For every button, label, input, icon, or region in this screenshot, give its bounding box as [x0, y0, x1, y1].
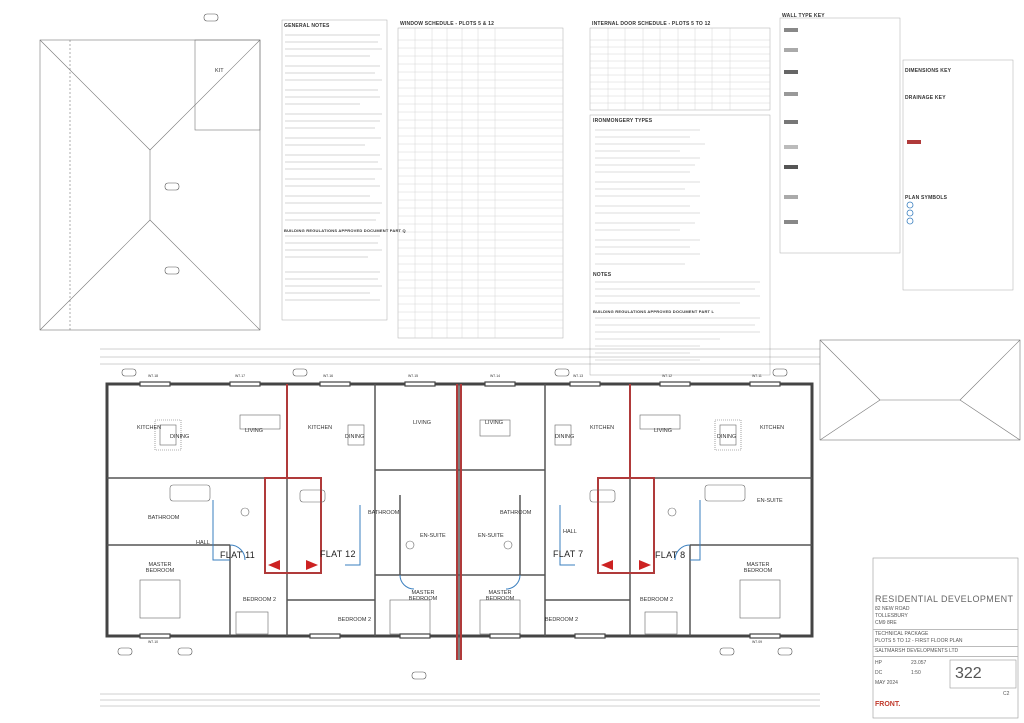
room-bathroom-flat12: BATHROOM	[368, 510, 400, 516]
window-tag: W7.10	[148, 640, 159, 644]
drawn-by: HP	[875, 660, 882, 666]
room-bathroom-flat7: BATHROOM	[500, 510, 532, 516]
general-notes-title: GENERAL NOTES	[284, 23, 330, 29]
checked-by: DC	[875, 670, 883, 676]
door-swings	[212, 500, 701, 590]
window-schedule-title: WINDOW SCHEDULE - PLOTS 5 & 12	[400, 21, 495, 27]
window-tag: W7.18	[148, 374, 159, 378]
room-ensuite-flat8: EN-SUITE	[757, 498, 783, 504]
door-schedule-grid	[590, 28, 770, 110]
room-living-flat7: LIVING	[485, 420, 504, 426]
window-tag: W7.17	[235, 374, 246, 378]
window-tag: W7.12	[662, 374, 673, 378]
room-kitchen-flat8: KITCHEN	[760, 425, 785, 431]
room-kitchen-flat12: KITCHEN	[308, 425, 333, 431]
room-bedroom2-flat11: BEDROOM 2	[243, 597, 277, 603]
room-ensuite-flat7: EN-SUITE	[478, 533, 504, 539]
window-tag: W7.16	[323, 374, 334, 378]
grid-bubbles	[117, 13, 793, 680]
date: MAY 2024	[875, 680, 898, 686]
room-hall-flat7: HALL	[563, 529, 577, 535]
room-hall-flat11: HALL	[196, 540, 210, 546]
ironmongery-lines	[595, 129, 760, 361]
dimension-strings	[100, 348, 820, 707]
room-living-flat12: LIVING	[413, 420, 432, 426]
notes-panels	[281, 17, 1014, 376]
room-kitchen-flat7: KITCHEN	[590, 425, 615, 431]
title-block-frame	[872, 557, 1019, 719]
notes-title: NOTES	[593, 272, 612, 278]
project-title: RESIDENTIAL DEVELOPMENT	[875, 594, 1014, 604]
plan-symbols-title: PLAN SYMBOLS	[905, 195, 948, 201]
door-schedule-title: INTERNAL DOOR SCHEDULE - PLOTS 5 TO 12	[592, 21, 711, 27]
job-number: 23.057	[911, 660, 927, 666]
client-name: SALTMARSH DEVELOPMENTS LTD	[875, 648, 959, 654]
drawing-title-1: TECHNICAL PACKAGE	[875, 631, 929, 637]
right-roof-plan	[819, 339, 1021, 441]
building-regs-part-q-title: BUILDING REGULATIONS APPROVED DOCUMENT P…	[284, 228, 406, 233]
room-living-flat11: LIVING	[245, 428, 264, 434]
room-dining-flat12: DINING	[345, 434, 365, 440]
drawing-number: 322	[955, 665, 982, 682]
window-tag: W7.09	[752, 640, 763, 644]
room-kit-label: KIT	[215, 68, 224, 74]
dimensions-key-title: DIMENSIONS KEY	[905, 68, 952, 74]
window-tag: W7.13	[573, 374, 584, 378]
scale: 1:50	[911, 670, 921, 676]
building-regs-part-l-title: BUILDING REGULATIONS APPROVED DOCUMENT P…	[593, 309, 715, 314]
notes-text-lines	[285, 34, 382, 301]
title-block: RESIDENTIAL DEVELOPMENT 82 NEW ROAD TOLL…	[873, 558, 1018, 718]
window-tag: W7.11	[752, 374, 762, 378]
address-line-3: CM9 8RE	[875, 620, 897, 626]
left-roof-plan	[39, 39, 261, 331]
company-logo: FRONT.	[875, 701, 901, 708]
address-line-1: 82 NEW ROAD	[875, 606, 910, 612]
window-tag: W7.15	[408, 374, 419, 378]
room-bedroom2-flat12: BEDROOM 2	[338, 617, 372, 623]
flat-7-label: FLAT 7	[553, 549, 584, 559]
room-master-bedroom-flat11: MASTER BEDROOM	[145, 562, 175, 574]
ironmongery-title: IRONMONGERY TYPES	[593, 118, 653, 124]
red-markers	[268, 560, 651, 570]
room-master-bedroom-flat12: MASTER BEDROOM	[408, 590, 438, 602]
flat-12-label: FLAT 12	[320, 549, 356, 559]
room-ensuite-flat12: EN-SUITE	[420, 533, 446, 539]
drawing-title-2: PLOTS 5 TO 12 - FIRST FLOOR PLAN	[875, 638, 963, 644]
flat-8-label: FLAT 8	[655, 550, 686, 560]
address-line-2: TOLLESBURY	[875, 613, 908, 619]
window-tag: W7.14	[490, 374, 501, 378]
wall-type-key-title: WALL TYPE KEY	[782, 13, 825, 19]
window-openings	[139, 381, 781, 639]
room-bedroom2-flat8: BEDROOM 2	[640, 597, 674, 603]
window-schedule-grid	[398, 28, 563, 338]
highlighted-walls	[264, 384, 655, 660]
room-dining-flat11: DINING	[170, 434, 190, 440]
drainage-key-title: DRAINAGE KEY	[905, 95, 946, 101]
room-master-bedroom-flat7: MASTER BEDROOM	[485, 590, 515, 602]
room-living-flat8: LIVING	[654, 428, 673, 434]
room-dining-flat7: DINING	[555, 434, 575, 440]
room-dining-flat8: DINING	[717, 434, 737, 440]
furniture	[139, 414, 781, 635]
room-kitchen-flat11: KITCHEN	[137, 425, 162, 431]
room-master-bedroom-flat8: MASTER BEDROOM	[743, 562, 773, 574]
room-bedroom2-flat7: BEDROOM 2	[545, 617, 579, 623]
flat-11-label: FLAT 11	[220, 550, 256, 560]
wall-type-swatches	[784, 28, 921, 225]
revision: C2	[1003, 691, 1010, 697]
room-bathroom-flat11: BATHROOM	[148, 515, 180, 521]
